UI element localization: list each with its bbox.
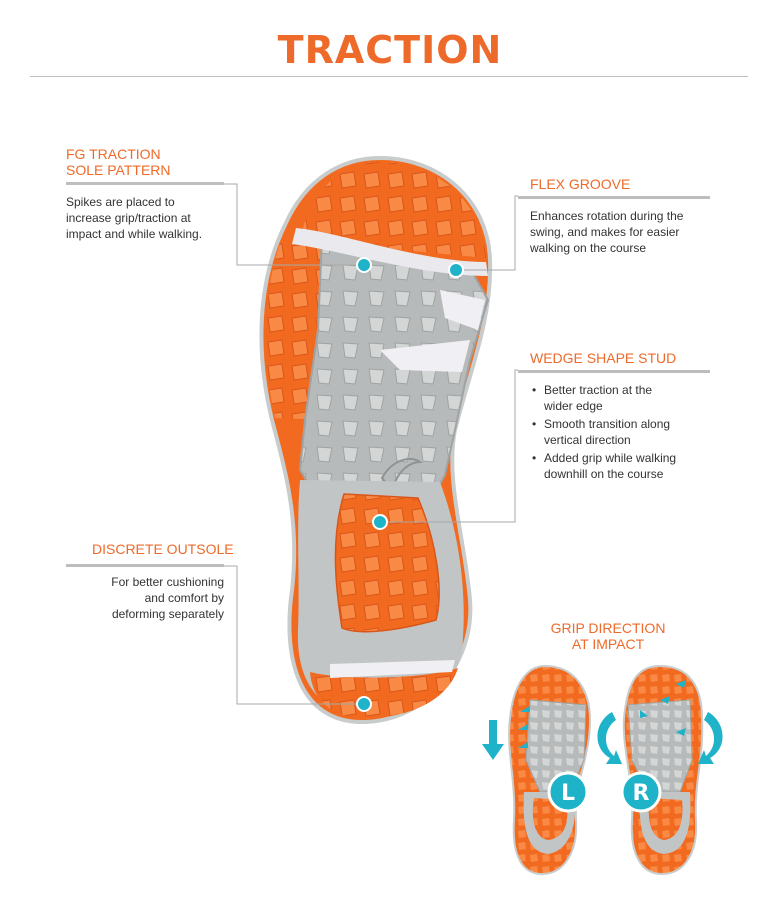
rotate-right-arrow-icon xyxy=(698,712,723,764)
dot-flex-groove xyxy=(448,262,464,278)
heel-white-band xyxy=(330,660,455,678)
fg-traction-description: Spikes are placed to increase grip/tract… xyxy=(66,194,202,242)
small-grip-arrow xyxy=(520,706,530,712)
discrete-outsole-desc-line: and comfort by xyxy=(144,591,224,605)
forefoot-orange-studs xyxy=(300,162,486,258)
flex-groove-desc-line: swing, and makes for easier xyxy=(530,225,680,239)
wedge-stud-bullets: Better traction at the wider edge Smooth… xyxy=(530,382,720,484)
grip-heading-line2: AT IMPACT xyxy=(571,636,645,652)
dot-discrete-outsole xyxy=(356,696,372,712)
fg-traction-heading-line2: SOLE PATTERN xyxy=(66,162,171,178)
fg-traction-heading-line1: FG TRACTION xyxy=(66,146,161,162)
down-arrow-shaft xyxy=(489,720,497,746)
down-arrow-icon xyxy=(482,744,504,760)
callout-dots xyxy=(356,257,464,712)
fg-traction-rule xyxy=(66,182,224,185)
flex-groove-desc-line: Enhances rotation during the xyxy=(530,209,684,223)
wedge-stud-heading: WEDGE SHAPE STUD xyxy=(530,350,677,366)
wedge-bullet-line: Added grip while walking xyxy=(544,451,677,465)
fg-traction-heading: FG TRACTION SOLE PATTERN xyxy=(66,146,171,178)
leader-flex-groove xyxy=(456,195,518,271)
leader-discrete-outsole xyxy=(224,565,364,705)
leader-lines xyxy=(224,183,518,705)
small-grip-arrow xyxy=(676,728,686,736)
right-badge-circle xyxy=(620,771,662,813)
flex-groove-rule xyxy=(518,196,710,199)
left-badge: L xyxy=(547,771,589,813)
discrete-outsole-desc-line: deforming separately xyxy=(111,607,224,621)
white-wedge-accent xyxy=(380,340,470,372)
heel-orange-pod xyxy=(334,493,440,633)
title-divider xyxy=(30,76,748,77)
leader-fg-traction xyxy=(224,183,364,266)
grip-arrows xyxy=(482,680,723,764)
leader-wedge-stud xyxy=(380,369,518,523)
flex-groove-description: Enhances rotation during the swing, and … xyxy=(530,208,683,256)
wedge-stud-bullet: Better traction at the wider edge xyxy=(530,382,720,414)
grip-direction-heading: GRIP DIRECTION AT IMPACT xyxy=(540,620,676,652)
flex-groove-heading: FLEX GROOVE xyxy=(530,176,631,192)
wedge-stud-rule xyxy=(518,370,710,373)
left-badge-circle xyxy=(547,771,589,813)
wedge-bullet-line: wider edge xyxy=(544,399,603,413)
small-grip-arrow xyxy=(676,680,686,688)
right-badge: R xyxy=(620,771,662,813)
right-sole-heel-pod xyxy=(648,798,683,840)
fg-traction-desc-line: increase grip/traction at xyxy=(66,211,191,225)
small-grip-arrow xyxy=(518,742,528,748)
right-sole-mini xyxy=(622,664,704,876)
brand-logo-mark xyxy=(380,458,424,493)
rotate-left-arrow-icon xyxy=(597,712,622,764)
flex-groove-desc-line: walking on the course xyxy=(530,241,647,255)
discrete-outsole-rule xyxy=(66,564,224,567)
heel-base-orange xyxy=(310,668,458,718)
white-wedge-accent-2 xyxy=(440,290,485,330)
wedge-stud-bullet: Smooth transition along vertical directi… xyxy=(530,416,720,448)
discrete-outsole-description: For better cushioning and comfort by def… xyxy=(66,574,224,622)
dot-wedge-stud xyxy=(372,514,388,530)
fg-traction-desc-line: Spikes are placed to xyxy=(66,195,175,209)
gray-midfoot-panel xyxy=(298,236,490,521)
discrete-outsole-desc-line: For better cushioning xyxy=(111,575,224,589)
left-sole-mini xyxy=(508,664,592,876)
wedge-bullet-line: downhill on the course xyxy=(544,467,664,481)
small-grip-arrow xyxy=(518,724,528,730)
dot-fg-traction xyxy=(356,257,372,273)
small-grip-arrow xyxy=(640,710,648,718)
discrete-outsole-heading: DISCRETE OUTSOLE xyxy=(92,541,234,557)
wedge-bullet-line: vertical direction xyxy=(544,433,631,447)
fg-traction-desc-line: impact and while walking. xyxy=(66,227,203,241)
main-outsole xyxy=(259,155,493,725)
wedge-bullet-line: Better traction at the xyxy=(544,383,653,397)
grip-heading-line1: GRIP DIRECTION xyxy=(550,620,666,636)
left-badge-label: L xyxy=(561,781,575,806)
wedge-stud-bullet: Added grip while walking downhill on the… xyxy=(530,450,720,482)
page-title: TRACTION xyxy=(277,28,503,72)
wedge-bullet-line: Smooth transition along xyxy=(544,417,671,431)
small-grip-arrow xyxy=(660,696,670,704)
flex-groove-band xyxy=(292,228,488,276)
right-badge-label: R xyxy=(633,781,650,806)
